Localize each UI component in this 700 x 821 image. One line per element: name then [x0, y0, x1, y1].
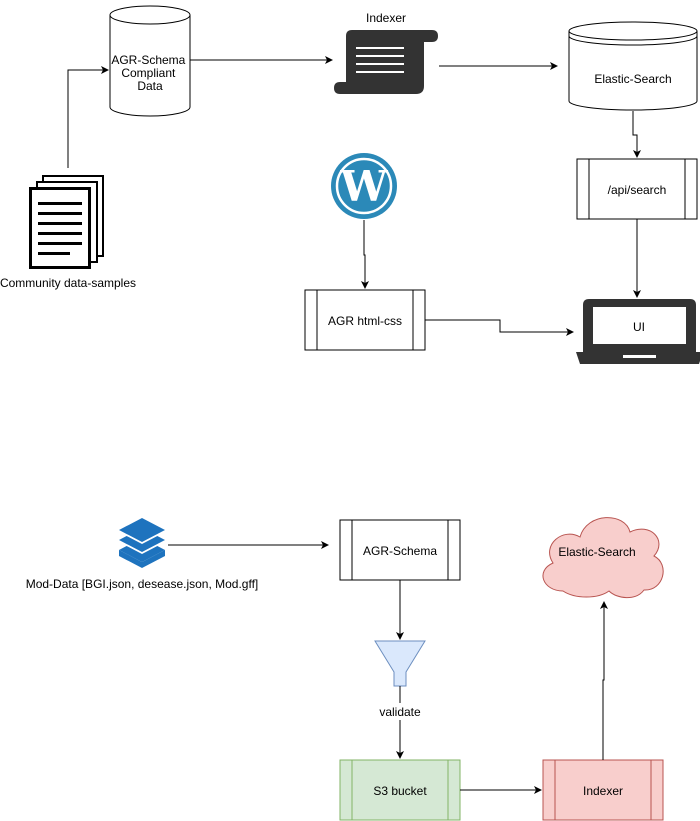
- schema-data-database-icon: AGR-Schema Compliant Data: [109, 5, 191, 117]
- top-connectors: [67, 56, 641, 336]
- schema-data-label: AGR-Schema Compliant Data: [111, 53, 188, 93]
- agr-schema-box: AGR-Schema: [339, 519, 461, 581]
- agr-schema-label: AGR-Schema: [363, 544, 437, 558]
- schema-data-line-2: Compliant: [121, 66, 176, 80]
- s3-bucket-box: S3 bucket: [339, 759, 461, 821]
- elastic-search-database-icon: Elastic-Search: [568, 21, 698, 111]
- wordpress-icon: W: [331, 153, 397, 219]
- schema-data-line-3: Data: [137, 79, 163, 93]
- api-search-box: /api/search: [576, 158, 698, 220]
- schema-data-line-1: AGR-Schema: [111, 53, 185, 67]
- s3-bucket-label: S3 bucket: [373, 784, 427, 798]
- indexer-label: Indexer: [366, 11, 406, 25]
- elastic-search-label: Elastic-Search: [594, 72, 671, 86]
- documents-icon: [29, 175, 104, 269]
- validate-label: validate: [379, 705, 421, 719]
- edge-elastic-to-api: [632, 111, 641, 158]
- cloud-elastic-search-label: Elastic-Search: [558, 545, 635, 559]
- indexer-box: Indexer: [542, 759, 664, 821]
- funnel-icon: [374, 640, 426, 687]
- layers-icon: [119, 518, 165, 568]
- bottom-connectors: [168, 541, 608, 794]
- html-css-label: AGR html-css: [328, 314, 402, 328]
- indexer-scroll-icon: [334, 30, 438, 94]
- community-data-label: Community data-samples: [0, 276, 136, 290]
- edge-community-to-schema: [67, 66, 109, 168]
- ui-label: UI: [633, 320, 645, 334]
- cloud-icon: Elastic-Search: [542, 517, 664, 599]
- edge-htmlcss-to-ui: [425, 319, 574, 336]
- edge-wordpress-to-htmlcss: [361, 220, 369, 289]
- indexer-box-label: Indexer: [583, 784, 623, 798]
- api-search-label: /api/search: [608, 183, 667, 197]
- svg-text:W: W: [339, 162, 388, 211]
- laptop-icon: UI: [576, 299, 700, 364]
- html-css-box: AGR html-css: [304, 289, 426, 351]
- edge-indexer-to-cloud: [600, 601, 608, 760]
- mod-data-label: Mod-Data [BGI.json, desease.json, Mod.gf…: [26, 577, 259, 591]
